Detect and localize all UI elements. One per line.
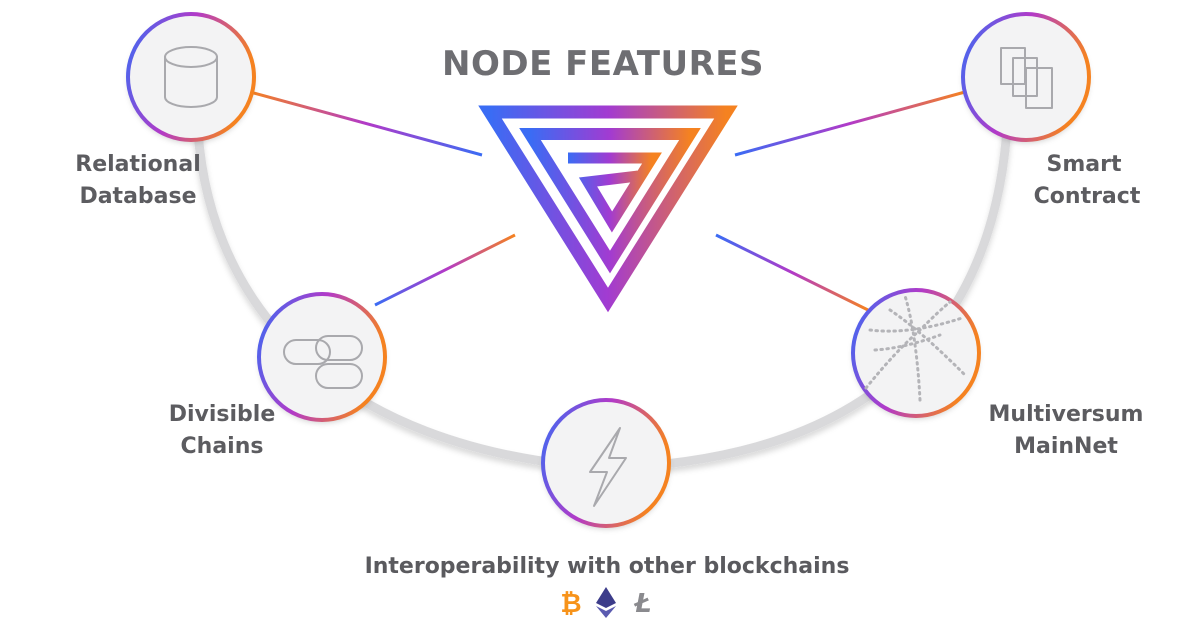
feature-label-relational-database-line1: Relational <box>75 152 200 177</box>
feature-label-divisible-chains-line1: Divisible <box>169 402 276 427</box>
feature-node-interoperability[interactable] <box>541 398 671 528</box>
feature-label-multiversum-mainnet-line1: Multiversum <box>989 402 1144 427</box>
database-icon <box>164 46 218 108</box>
connector-relational-database <box>249 90 483 157</box>
connector-multiversum-mainnet <box>715 233 869 312</box>
connector-divisible-chains <box>374 233 516 307</box>
feature-label-smart-contract-line1: Smart <box>1047 152 1122 177</box>
feature-node-divisible-chains[interactable] <box>257 292 387 422</box>
feature-label-divisible-chains-line2: Chains <box>181 434 264 459</box>
feature-label-multiversum-mainnet-line2: MainNet <box>1014 434 1118 459</box>
feature-node-smart-contract[interactable] <box>961 12 1091 142</box>
feature-node-multiversum-mainnet[interactable] <box>851 288 981 418</box>
bitcoin-icon: ₿ <box>560 589 581 619</box>
chain-links-icon <box>283 335 363 389</box>
feature-label-relational-database-line2: Database <box>79 184 196 209</box>
network-sphere-icon <box>864 294 967 402</box>
feature-label-interoperability: Interoperability with other blockchains <box>365 554 850 579</box>
center-logo <box>478 105 738 313</box>
coin-icons: ₿ Ł <box>560 587 652 619</box>
ethereum-icon <box>596 587 616 618</box>
documents-icon <box>1000 47 1053 109</box>
feature-label-smart-contract-line2: Contract <box>1034 184 1141 209</box>
page-title: NODE FEATURES <box>442 44 764 84</box>
feature-node-relational-database[interactable] <box>126 12 256 142</box>
litecoin-icon: Ł <box>633 589 651 619</box>
lightning-icon <box>589 427 627 507</box>
connector-smart-contract <box>734 90 966 157</box>
